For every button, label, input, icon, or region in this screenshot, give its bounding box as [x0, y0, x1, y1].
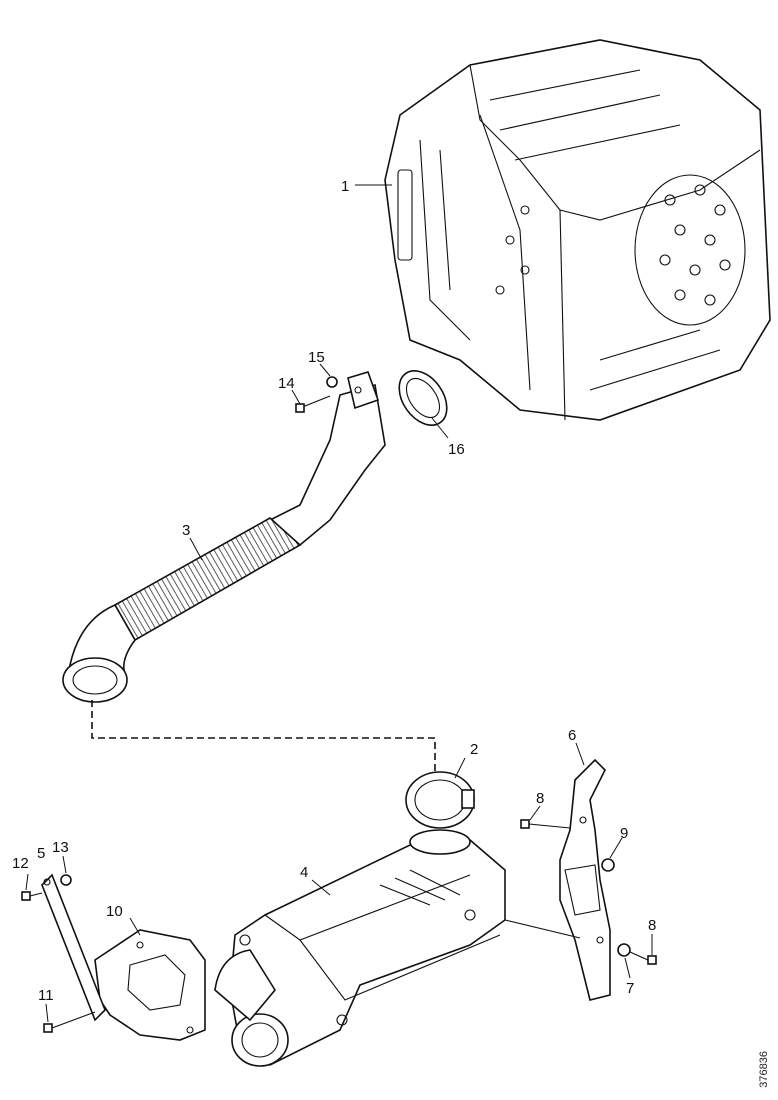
callout-7: 7: [626, 980, 634, 997]
callout-12: 12: [12, 855, 29, 872]
bracket-6: [559, 758, 611, 1001]
callout-14: 14: [278, 375, 295, 392]
document-id: 376836: [758, 1051, 770, 1088]
bar-5: [41, 873, 106, 1022]
washer-7: [617, 943, 631, 957]
washer-15: [326, 376, 338, 388]
callout-1: 1: [341, 178, 349, 195]
clamp-16: [398, 370, 448, 426]
bolt-11: [43, 1011, 96, 1033]
callout-6: 6: [568, 727, 576, 744]
callout-16: 16: [448, 441, 465, 458]
nut-9: [601, 858, 615, 872]
callout-11: 11: [38, 987, 54, 1004]
callout-8b: 8: [648, 917, 656, 934]
callout-10: 10: [106, 903, 123, 920]
callout-5: 5: [37, 845, 45, 862]
callout-15: 15: [308, 349, 325, 366]
exhaust-pipe-3: [62, 371, 386, 703]
bolt-12: [21, 891, 43, 901]
bolt-8-lower: [629, 951, 657, 965]
callout-4: 4: [300, 864, 308, 881]
clamp-2: [405, 771, 475, 829]
callout-2: 2: [470, 741, 478, 758]
silencer-4: [214, 829, 506, 1067]
bolt-8-upper: [520, 819, 571, 829]
nut-13: [60, 874, 72, 886]
leader-lines: [25, 184, 653, 1023]
callout-3: 3: [182, 522, 190, 539]
engine-bolt-holes: [495, 184, 731, 306]
connection-dashed-line: [91, 700, 436, 775]
callout-9: 9: [620, 825, 628, 842]
engine-block: [384, 39, 771, 421]
bracket-10: [94, 929, 206, 1041]
bolt-14: [295, 395, 331, 413]
callout-13: 13: [52, 839, 69, 856]
callout-8a: 8: [536, 790, 544, 807]
